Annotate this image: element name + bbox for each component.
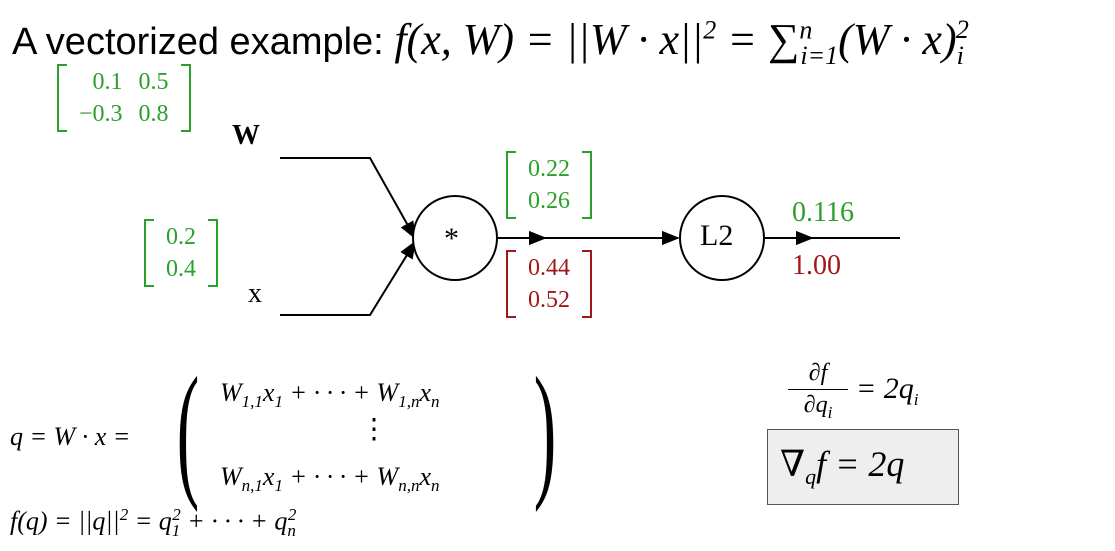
right-paren: )	[533, 347, 557, 513]
l2-node-label: L2	[700, 219, 734, 252]
f-of-q-equation: f(q) = ||q||2 = q12 + · · · + qn2	[10, 505, 297, 540]
edge-x-to-mul	[280, 240, 416, 316]
gradient-result-box	[767, 429, 959, 505]
left-paren: (	[176, 347, 200, 513]
slide-title: A vectorized example: f(x, W) = ||W · x|…	[12, 14, 969, 71]
x-cell: 0.2	[166, 224, 196, 250]
q-forward-cell: 0.26	[528, 188, 570, 214]
matrix-row-1: W1,1x1 + · · · + W1,nxn	[220, 378, 440, 412]
w-input-label: W	[232, 120, 260, 151]
q-grad-cell: 0.52	[528, 287, 570, 313]
title-formula: f(x, W) = ||W · x||2 = ∑ni=1(W · x)i2	[394, 15, 969, 70]
partial-denominator: ∂qi	[803, 392, 833, 422]
title-prefix: A vectorized example:	[12, 21, 395, 63]
matrix-row-2: Wn,1x1 + · · · + Wn,nxn	[220, 462, 440, 496]
w-matrix: 0.1 0.5 −0.3 0.8	[57, 64, 191, 132]
partial-rhs: = 2qi	[856, 372, 919, 409]
vertical-dots: ⋮	[360, 414, 388, 445]
mul-node-label: *	[444, 222, 459, 255]
q-forward-vector: 0.22 0.26	[506, 151, 592, 219]
w-cell: 0.5	[138, 69, 169, 95]
edge-w-to-mul	[280, 157, 416, 240]
fraction-bar	[788, 389, 848, 390]
x-cell: 0.4	[166, 256, 196, 282]
w-cell: 0.8	[138, 101, 169, 127]
q-gradient-vector: 0.44 0.52	[506, 250, 592, 318]
forward-output-value: 0.116	[792, 197, 854, 228]
q-definition: q = W · x =	[10, 422, 131, 451]
x-vector: 0.2 0.4	[144, 219, 218, 287]
partial-numerator: ∂f	[808, 360, 828, 386]
gradient-equation: ∇qf = 2q	[780, 444, 905, 490]
q-forward-cell: 0.22	[528, 156, 570, 182]
w-cell: −0.3	[79, 101, 123, 127]
w-cell: 0.1	[92, 69, 123, 95]
q-grad-cell: 0.44	[528, 255, 570, 281]
x-input-label: x	[248, 278, 262, 309]
gradient-output-value: 1.00	[792, 250, 841, 281]
partial-fraction: ∂f ∂qi	[788, 360, 848, 423]
